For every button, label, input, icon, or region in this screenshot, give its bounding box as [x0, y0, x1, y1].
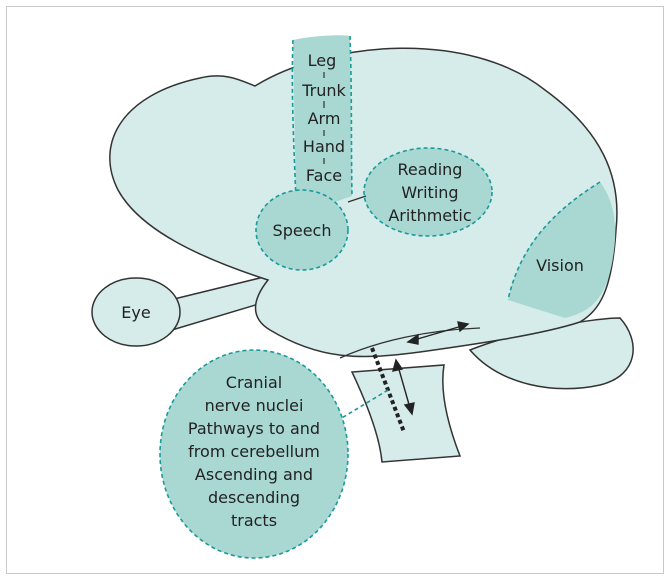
speech-label: Speech	[273, 221, 332, 240]
motor-label-face: Face	[306, 166, 342, 185]
writing-label: Writing	[401, 183, 458, 202]
motor-label-arm: Arm	[308, 109, 341, 128]
callout-line: Cranial	[226, 373, 282, 392]
motor-strip	[293, 35, 352, 208]
eye-label: Eye	[121, 303, 150, 322]
callout-line: Pathways to and	[188, 419, 320, 438]
motor-label-hand: Hand	[303, 137, 345, 156]
eye	[91, 277, 181, 347]
vision-label: Vision	[536, 256, 584, 275]
brainstem-callout-text: Cranial nerve nuclei Pathways to and fro…	[188, 373, 320, 530]
callout-line: from cerebellum	[188, 442, 320, 461]
reading-label: Reading	[398, 160, 463, 179]
arrow-vertical	[392, 358, 415, 416]
brainstem	[350, 364, 462, 463]
vision-region	[508, 182, 616, 318]
callout-line: descending	[208, 488, 300, 507]
reading-region	[363, 147, 493, 237]
arrow-horizontal	[406, 321, 470, 345]
motor-labels: Leg Trunk Arm Hand Face	[301, 51, 346, 185]
cerebrum	[109, 47, 618, 358]
motor-label-trunk: Trunk	[301, 81, 346, 100]
motor-strip-boundary-front	[291, 39, 297, 201]
arithmetic-label: Arithmetic	[388, 206, 471, 225]
callout-line: Ascending and	[195, 465, 313, 484]
speech-region	[255, 189, 349, 271]
callout-line: tracts	[231, 511, 277, 530]
brainstem-callout	[159, 349, 349, 559]
vision-boundary	[507, 181, 601, 301]
motor-connector	[347, 195, 367, 203]
motor-strip-boundary-back	[349, 35, 353, 197]
motor-label-leg: Leg	[308, 51, 337, 70]
callout-line: nerve nuclei	[205, 396, 304, 415]
